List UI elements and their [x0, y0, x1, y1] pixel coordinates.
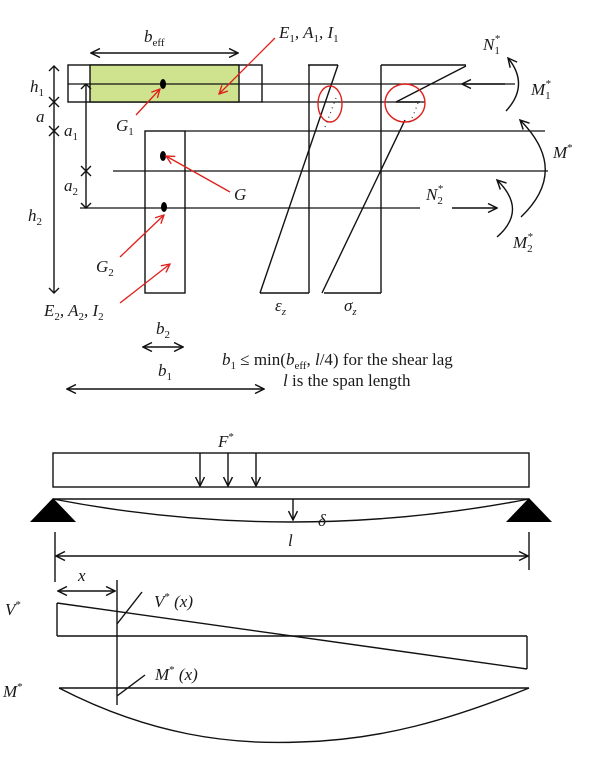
E1-leader-arrow: [219, 37, 276, 94]
E1-A1-I1-label: E1, A1, I1: [278, 23, 339, 45]
bending-moment-diagram: M* M* (x): [2, 664, 530, 744]
strain-diagram: εz: [259, 64, 343, 318]
web-outline: [144, 130, 186, 294]
h2-bottom-arrow: [48, 287, 60, 294]
a1-label: a1: [64, 121, 78, 143]
Vx-leader: [116, 591, 143, 625]
a2-bottom-arrow: [80, 202, 92, 209]
beam-body: [52, 452, 530, 488]
strain-profile: [259, 64, 339, 294]
M2-arrow: [497, 180, 514, 238]
shear-force-diagram: V* V* (x): [5, 591, 528, 670]
M1-arrow: [505, 58, 520, 112]
M-diagram-label: M*: [2, 681, 23, 701]
simply-supported-beam: F* δ l x: [30, 431, 552, 705]
cross-section: beff h1 a a1 a2 h2 G1 G G2 E1, A1, I1 E2…: [28, 23, 548, 389]
M-label: M*: [552, 142, 573, 162]
span-label: l: [288, 531, 293, 550]
N1-label: N1*: [482, 33, 500, 57]
Mx-label: M* (x): [154, 664, 198, 684]
strain-label: εz: [275, 296, 287, 318]
stress-slip-dotted: [407, 102, 419, 126]
b1-label: b1: [158, 361, 172, 383]
strain-slip-circle: [317, 85, 343, 123]
delta-label: δ: [318, 511, 327, 530]
E2-A2-I2-label: E2, A2, I2: [43, 301, 104, 323]
stress-web-profile: [321, 119, 406, 294]
Vx-label: V* (x): [154, 591, 193, 611]
stress-slip-circle: [384, 83, 426, 123]
shear-lag-note: b1 ≤ min(beff, l/4) for the shear lag: [222, 350, 453, 372]
internal-forces: N1* M1* M* N2* M2*: [425, 33, 573, 255]
G-label: G: [234, 185, 246, 204]
G1-label: G1: [116, 116, 134, 138]
h1-a-tick: [48, 96, 60, 108]
centroid-G: [160, 151, 166, 161]
h1-top-arrow: [48, 65, 60, 72]
V-label: V*: [5, 599, 21, 619]
stress-label: σz: [344, 296, 357, 318]
a-label: a: [36, 107, 45, 126]
left-support: [30, 498, 76, 522]
span-length-note: l is the span length: [283, 371, 411, 390]
strain-slip-dotted: [324, 97, 337, 128]
G1-leader-arrow: [135, 89, 160, 116]
M-arrow: [520, 120, 546, 218]
M1-label: M1*: [530, 78, 551, 102]
x-label: x: [77, 566, 86, 585]
stress-diagram: σz: [321, 64, 467, 318]
a-h2-tick: [48, 125, 60, 137]
b2-label: b2: [156, 319, 170, 341]
right-support: [506, 498, 552, 522]
G-leader-arrow: [166, 156, 231, 193]
h2-label: h2: [28, 206, 42, 228]
beff-label: beff: [144, 27, 165, 49]
G2-label: G2: [96, 257, 114, 279]
a2-label: a2: [64, 176, 78, 198]
M2-label: M2*: [512, 231, 533, 255]
E2-leader-arrow: [119, 264, 170, 304]
h1-label: h1: [30, 77, 44, 99]
stress-flange-profile: [395, 65, 467, 103]
a1-a2-tick: [80, 165, 92, 177]
moment-curve: [58, 687, 530, 744]
F-label: F*: [217, 431, 234, 451]
notes: b1 ≤ min(beff, l/4) for the shear lag l …: [222, 350, 453, 390]
Mx-leader: [116, 674, 146, 697]
centroid-G1: [160, 79, 166, 89]
a1-top-arrow: [80, 83, 92, 90]
G2-leader-arrow: [119, 215, 164, 258]
N2-label: N2*: [425, 183, 443, 207]
centroid-G2: [161, 202, 167, 212]
beam-deflected-shape: [52, 498, 530, 523]
